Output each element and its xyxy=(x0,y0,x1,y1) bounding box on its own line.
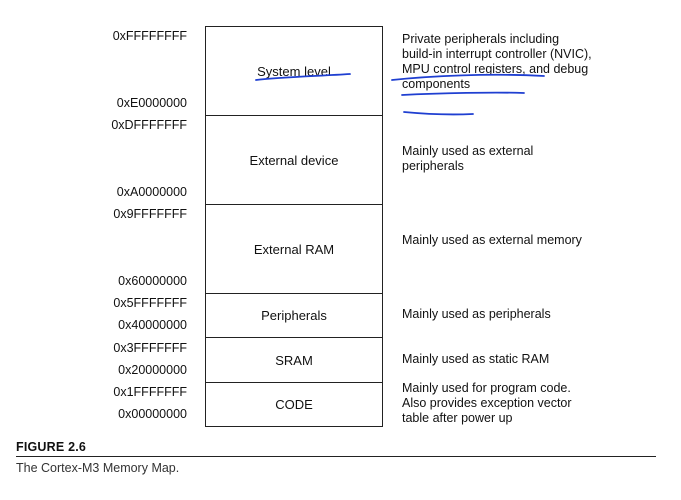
address-end-system-level: 0xFFFFFFFF xyxy=(112,29,187,43)
description-peripherals: Mainly used as peripherals xyxy=(402,307,551,321)
address-start-sram: 0x20000000 xyxy=(118,363,187,377)
address-start-code: 0x00000000 xyxy=(118,407,187,421)
underline-registers-debug xyxy=(401,91,525,96)
description-system-level: Private peripherals including build-in i… xyxy=(402,32,592,91)
address-end-code: 0x1FFFFFFF xyxy=(113,385,187,399)
address-start-external-ram: 0x60000000 xyxy=(118,274,187,288)
region-external-ram: External RAM xyxy=(205,204,383,294)
address-end-external-ram: 0x9FFFFFFF xyxy=(113,207,187,221)
figure-title: FIGURE 2.6 xyxy=(16,440,87,454)
region-label-peripherals: Peripherals xyxy=(261,308,327,323)
underline-components xyxy=(403,111,474,116)
description-external-ram: Mainly used as external memory xyxy=(402,233,582,247)
address-end-sram: 0x3FFFFFFF xyxy=(113,341,187,355)
address-end-external-device: 0xDFFFFFFF xyxy=(111,118,187,132)
region-code: CODE xyxy=(205,382,383,427)
region-label-external-device: External device xyxy=(249,152,339,168)
figure-caption: The Cortex-M3 Memory Map. xyxy=(16,461,180,475)
figure-divider xyxy=(16,456,656,457)
region-sram: SRAM xyxy=(205,337,383,383)
address-start-external-device: 0xA0000000 xyxy=(116,185,187,199)
region-label-system-level: System level xyxy=(257,63,331,79)
address-start-system-level: 0xE0000000 xyxy=(116,96,187,110)
description-sram: Mainly used as static RAM xyxy=(402,352,550,366)
region-external-device: External device xyxy=(205,115,383,205)
region-label-sram: SRAM xyxy=(275,352,313,368)
description-code: Mainly used for program code. Also provi… xyxy=(402,381,572,425)
region-label-code: CODE xyxy=(275,397,313,412)
region-label-external-ram: External RAM xyxy=(253,241,335,257)
region-system-level: System level xyxy=(205,26,383,116)
address-start-peripherals: 0x40000000 xyxy=(118,318,187,332)
address-end-peripherals: 0x5FFFFFFF xyxy=(113,296,187,310)
region-peripherals: Peripherals xyxy=(205,293,383,338)
description-external-device: Mainly used as external peripherals xyxy=(402,144,534,173)
